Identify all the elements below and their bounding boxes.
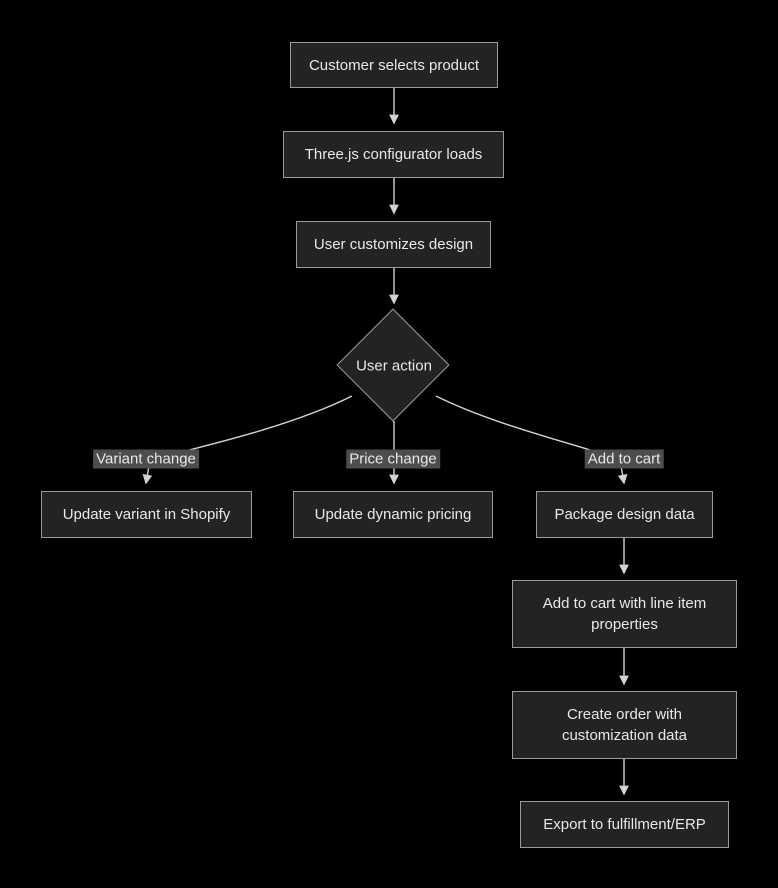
node-label: Add to cart with line item properties — [542, 595, 707, 633]
node-export-to-fulfillment-erp: Export to fulfillment/ERP — [520, 801, 729, 848]
node-threejs-configurator-loads: Three.js configurator loads — [283, 131, 504, 178]
node-label: Export to fulfillment/ERP — [543, 816, 706, 833]
node-create-order-with-customization-data: Create order with customization data — [512, 691, 737, 759]
edge-d-e — [142, 395, 353, 485]
node-package-design-data: Package design data — [536, 491, 713, 538]
node-user-customizes-design: User customizes design — [296, 221, 491, 268]
node-label: User customizes design — [313, 236, 474, 253]
node-update-variant-in-shopify: Update variant in Shopify — [41, 491, 252, 538]
node-label: Create order with customization data — [561, 706, 688, 744]
node-update-dynamic-pricing: Update dynamic pricing — [293, 491, 493, 538]
node-label: Three.js configurator loads — [304, 146, 483, 163]
decision-user-action-label: User action — [356, 357, 432, 375]
node-label: Package design data — [554, 506, 695, 523]
edge-label-price-change: Price change — [346, 449, 440, 469]
node-label: Update variant in Shopify — [62, 506, 231, 523]
edge-d-g — [435, 395, 628, 485]
node-add-to-cart-with-line-item-properties: Add to cart with line item properties — [512, 580, 737, 648]
node-label: Update dynamic pricing — [314, 506, 472, 523]
node-label: Customer selects product — [308, 56, 480, 74]
node-customer-selects-product: Customer selects product — [290, 42, 498, 88]
edge-label-variant-change: Variant change — [93, 449, 199, 469]
edge-label-add-to-cart: Add to cart — [584, 449, 664, 469]
